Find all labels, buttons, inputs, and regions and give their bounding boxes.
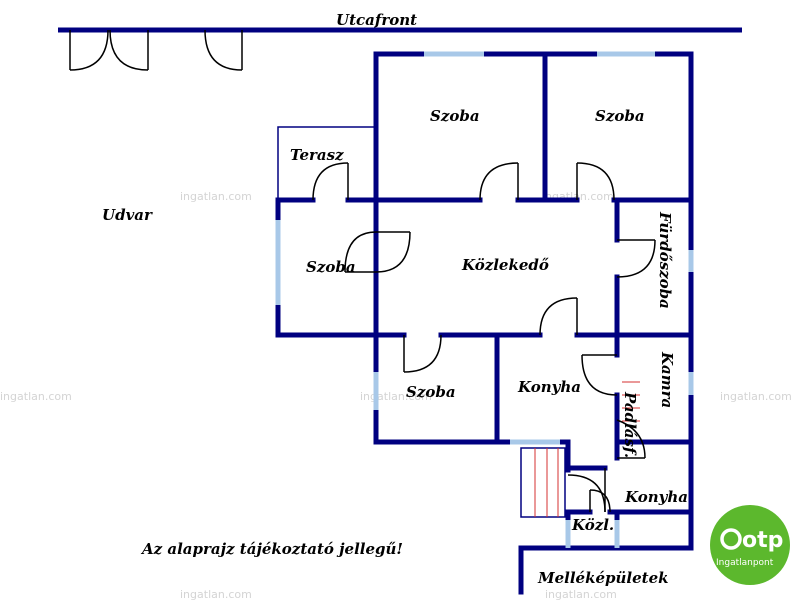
terrace-outline (277, 126, 376, 200)
doors (312, 162, 656, 513)
corridor-label: Közlekedő (461, 256, 549, 274)
watermark: ingatlan.com (0, 390, 72, 403)
logo-brand: otp (742, 528, 783, 553)
attic-stairs-label: Padlásf. (621, 391, 639, 458)
staircase-outside (520, 447, 566, 518)
logo-ring-icon (720, 528, 742, 550)
bathroom-label: Fürdőszoba (656, 211, 674, 309)
terrace-label: Terasz (290, 146, 344, 164)
logo-badge (710, 505, 790, 585)
watermark: ingatlan.com (180, 588, 252, 600)
small-corridor-label: Közl. (571, 516, 614, 534)
disclaimer: Az alaprajz tájékoztató jellegű! (140, 540, 403, 558)
staircase-attic (622, 381, 640, 422)
watermark: ingatlan.com (180, 190, 252, 203)
room-label: Szoba (406, 383, 456, 401)
pantry-label: Kamra (658, 351, 676, 408)
watermark: ingatlan.com (720, 390, 792, 403)
yard-label: Udvar (102, 206, 153, 224)
otp-logo: otp Ingatlanpont (710, 505, 790, 585)
room-label: Szoba (306, 258, 356, 276)
street-label: Utcafront (336, 11, 417, 29)
room-label: Szoba (595, 107, 645, 125)
walls (275, 51, 694, 595)
kitchen-label: Konyha (517, 378, 581, 396)
logo-subtitle: Ingatlanpont (716, 558, 774, 568)
windows (275, 51, 694, 548)
kitchen-label: Konyha (624, 488, 688, 506)
room-label: Szoba (430, 107, 480, 125)
watermark: ingatlan.com (545, 588, 617, 600)
gates (69, 29, 243, 71)
outbuildings-label: Melléképületek (537, 569, 669, 587)
